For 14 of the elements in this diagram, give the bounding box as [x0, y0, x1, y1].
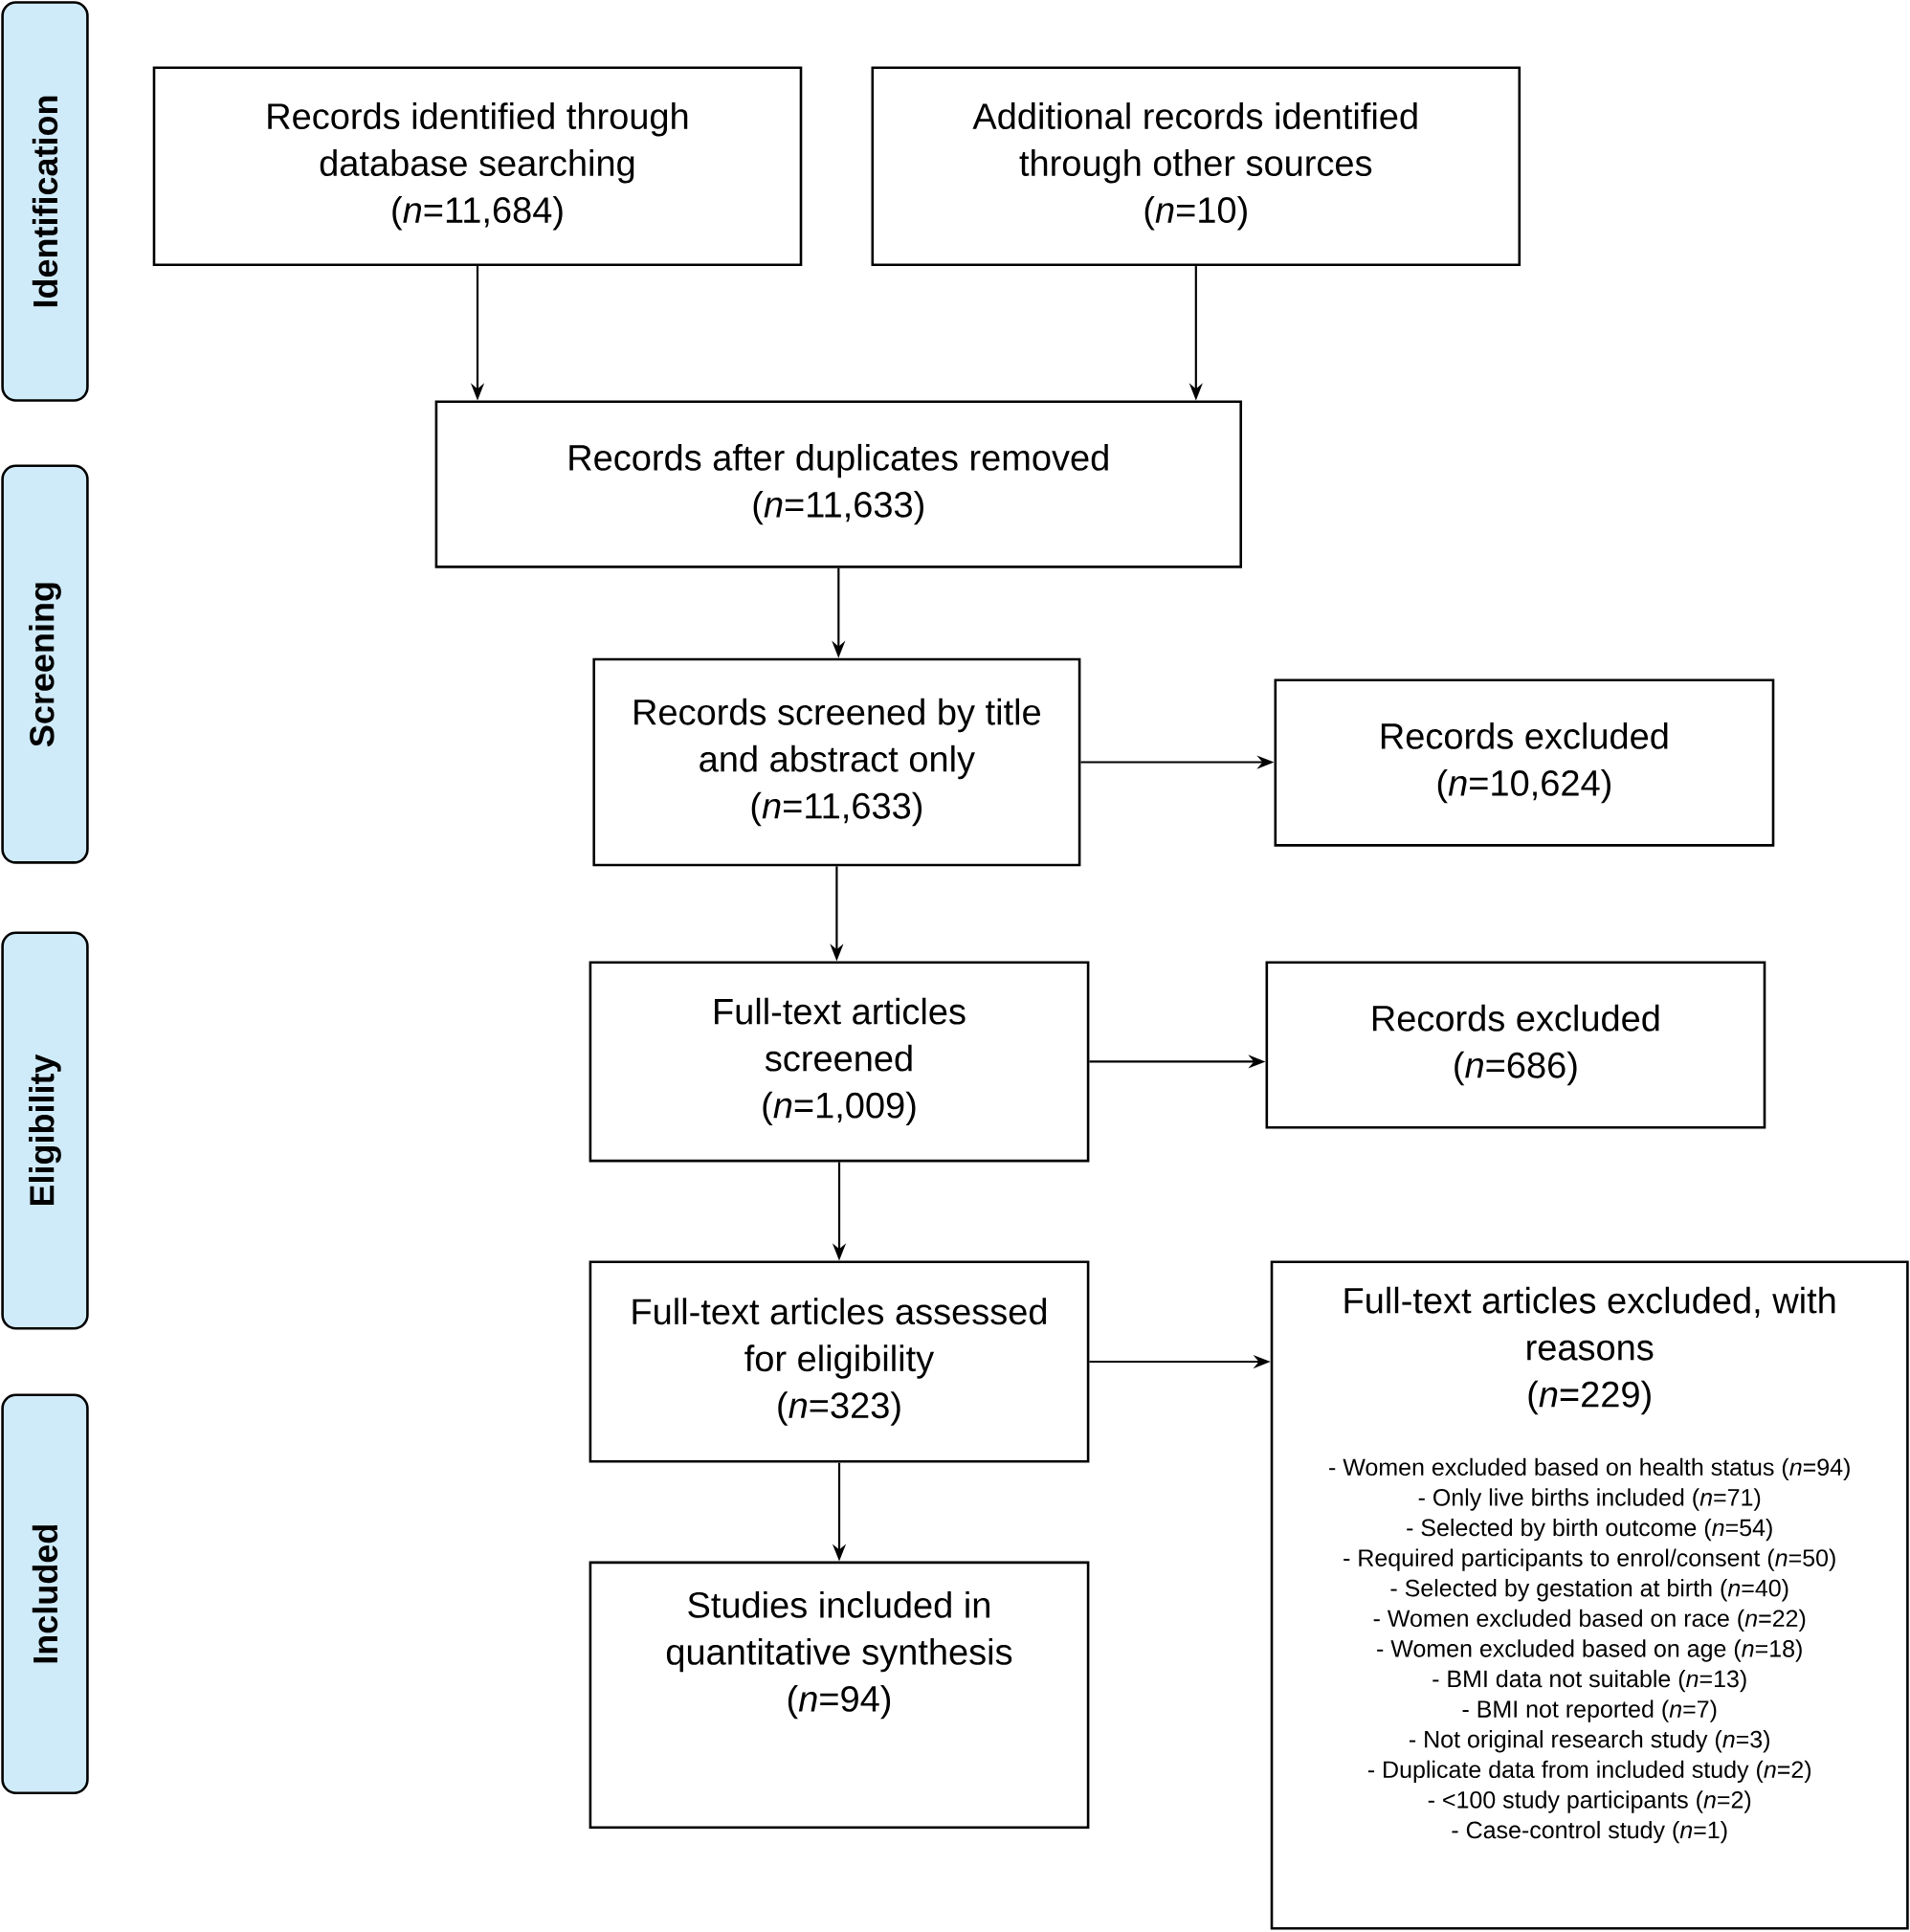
process-box: Records excluded (n=10,624)	[1274, 678, 1775, 847]
stage-band: Included	[1, 1393, 89, 1794]
process-box: Records identified through database searching (n=11,684)	[152, 66, 803, 267]
process-box: Studies included in quantitative synthesis (n=94)	[589, 1561, 1090, 1829]
process-box: Full-text articles assessed for eligibility (n=323)	[589, 1260, 1090, 1463]
process-box: Full-text articles excluded, with reasons (n=229) - Women excluded based on health status (n=94) - Only live births included (n=71) - Selected by birth outcome (n=54) - Required participants to enrol/consent (n=50) - Selected by gestation at birth (n=40) - Women excluded based on race (n=22) - Women excluded based on age (n=18) - BMI data not suitable (n=13) - BMI not reported (n=7) - Not original research study (n=3) - Duplicate data from included study (n=2) - <100 study participants (n=2) - Case-control study (n=1)	[1270, 1260, 1909, 1930]
process-box: Records after duplicates removed (n=11,633)	[434, 400, 1242, 568]
process-box: Records excluded (n=686)	[1265, 961, 1766, 1129]
process-box: Full-text articles screened (n=1,009)	[589, 961, 1090, 1163]
stage-band: Screening	[1, 464, 89, 864]
process-box: Additional records identified through other sources (n=10)	[871, 66, 1521, 267]
stage-band: Identification	[1, 1, 89, 402]
process-box: Records screened by title and abstract only (n=11,633)	[592, 657, 1081, 867]
stage-band: Eligibility	[1, 931, 89, 1330]
